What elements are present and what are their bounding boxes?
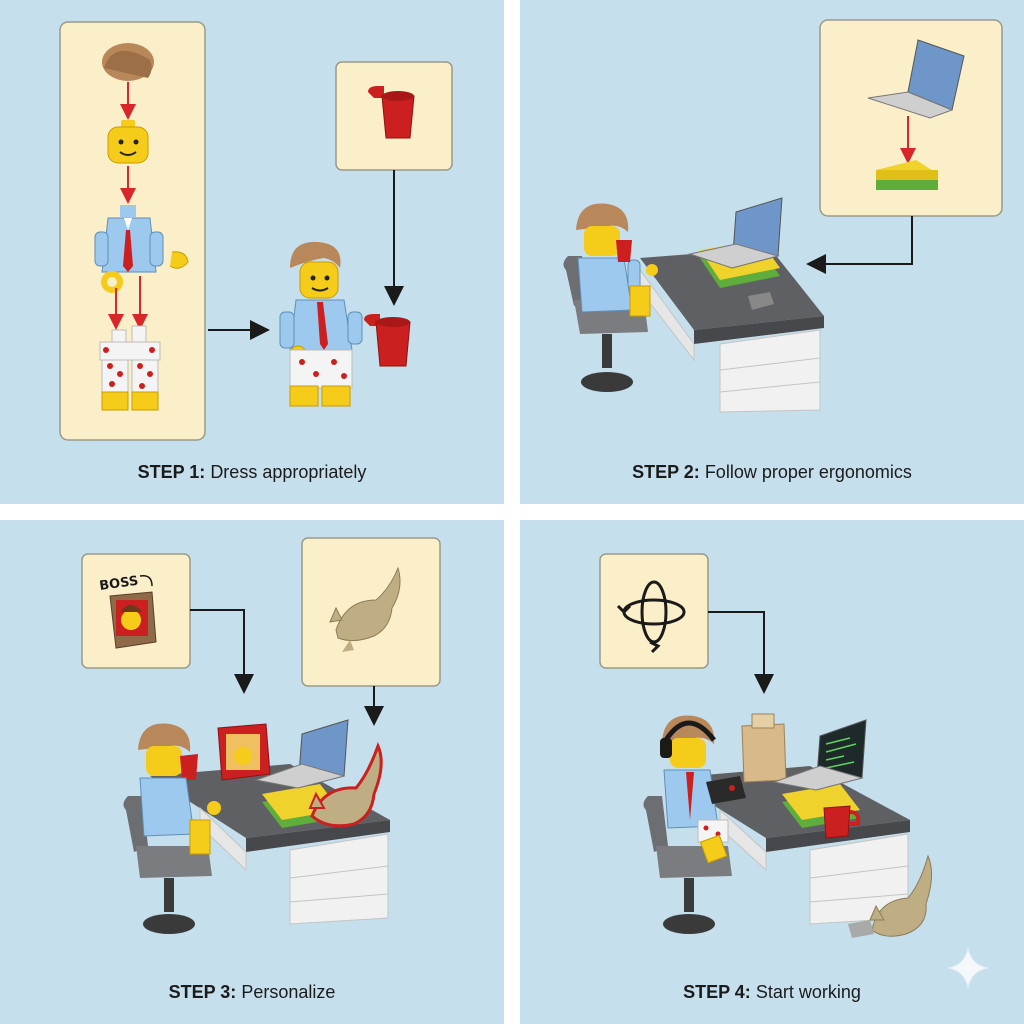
seated-minifig-icon [576, 203, 658, 317]
step-3-caption: STEP 3: Personalize [0, 982, 504, 1003]
paper-bag-icon [741, 713, 787, 783]
assembled-minifig-icon [279, 241, 411, 407]
step-3-label: STEP 3: [168, 982, 237, 1002]
red-mug-on-desk-icon [823, 805, 861, 839]
step-4-label: STEP 4: [683, 982, 751, 1002]
step-1-illustration [59, 21, 453, 441]
step-4-illustration [599, 553, 932, 938]
step-1-panel: STEP 1: Dress appropriately [0, 0, 504, 504]
step-3-panel: BOSS [0, 520, 504, 1024]
sparkle-icon [947, 947, 989, 989]
step-2-caption: STEP 2: Follow proper ergonomics [520, 462, 1024, 483]
step-1-label: STEP 1: [137, 462, 206, 482]
minifig-legs-icon [99, 325, 161, 411]
cat-icon [329, 566, 401, 652]
step-2-text: Follow proper ergonomics [704, 462, 912, 482]
step-1-text: Dress appropriately [210, 462, 367, 482]
rotate-icon [616, 580, 686, 654]
laptop-on-desk-icon [688, 197, 783, 288]
photo-frame-on-desk-icon [217, 723, 271, 781]
laptop-icon [867, 39, 965, 119]
desk-icon [639, 248, 824, 413]
step-3-illustration: BOSS [81, 537, 441, 934]
seated-minifig-with-headphones-icon [660, 715, 746, 864]
minifig-head-icon [107, 120, 149, 164]
step-3-text: Personalize [241, 982, 336, 1002]
minifig-torso-icon [94, 205, 189, 293]
hair-piece-icon [102, 43, 154, 81]
boss-photo-icon [109, 591, 157, 649]
step-2-illustration [563, 19, 1003, 413]
book-stack-icon [876, 160, 938, 190]
cup-icon [368, 86, 415, 139]
step-4-caption: STEP 4: Start working [520, 982, 1024, 1003]
step-4-panel: STEP 4: Start working [520, 520, 1024, 1024]
boss-label: BOSS [98, 574, 139, 594]
seated-minifig-icon [138, 723, 221, 855]
step-2-label: STEP 2: [632, 462, 700, 482]
cat-icon [848, 854, 932, 938]
step-1-caption: STEP 1: Dress appropriately [0, 462, 504, 483]
step-2-panel: STEP 2: Follow proper ergonomics [520, 0, 1024, 504]
step-4-text: Start working [755, 982, 861, 1002]
cat-on-desk-icon [308, 741, 383, 828]
